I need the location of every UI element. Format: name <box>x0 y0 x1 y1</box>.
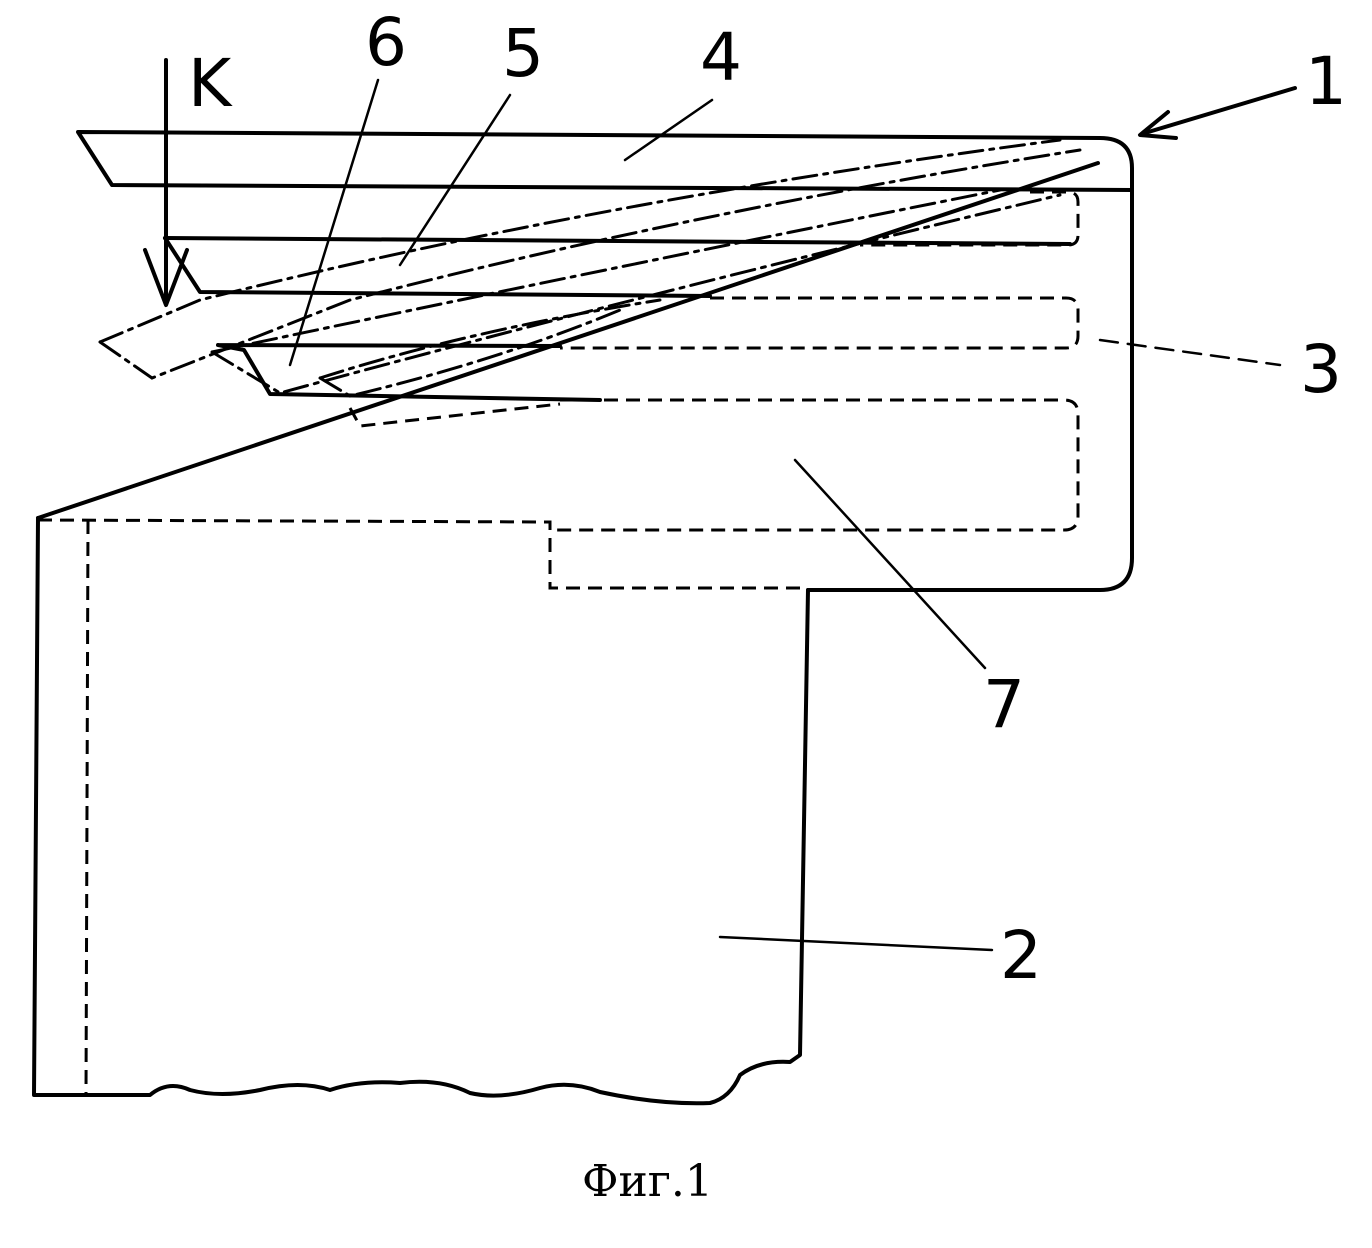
leader-2 <box>720 937 992 950</box>
slot-lower-left <box>350 404 560 426</box>
leader-4 <box>625 100 712 160</box>
label-7: 7 <box>983 666 1025 743</box>
slot-upper <box>860 192 1078 245</box>
phantom-position-4 <box>100 140 1080 378</box>
leader-6 <box>290 80 378 365</box>
phantom-position-6 <box>320 300 660 396</box>
hidden-line-body-left <box>86 520 88 1095</box>
label-5: 5 <box>502 15 544 92</box>
leader-3 <box>1100 340 1280 365</box>
label-1: 1 <box>1305 43 1347 120</box>
label-3: 3 <box>1300 331 1342 408</box>
label-6: 6 <box>365 4 407 81</box>
body-part-2 <box>34 518 808 1103</box>
blade-upper <box>165 238 1070 244</box>
slot-middle <box>560 298 1078 348</box>
slot-lower <box>550 400 1078 530</box>
label-k: K <box>188 45 233 122</box>
label-4: 4 <box>700 19 742 96</box>
leader-7 <box>795 460 985 668</box>
figure-caption: Фиг.1 <box>582 1156 713 1207</box>
label-2: 2 <box>1000 917 1042 994</box>
diagonal-edge <box>38 163 1098 518</box>
